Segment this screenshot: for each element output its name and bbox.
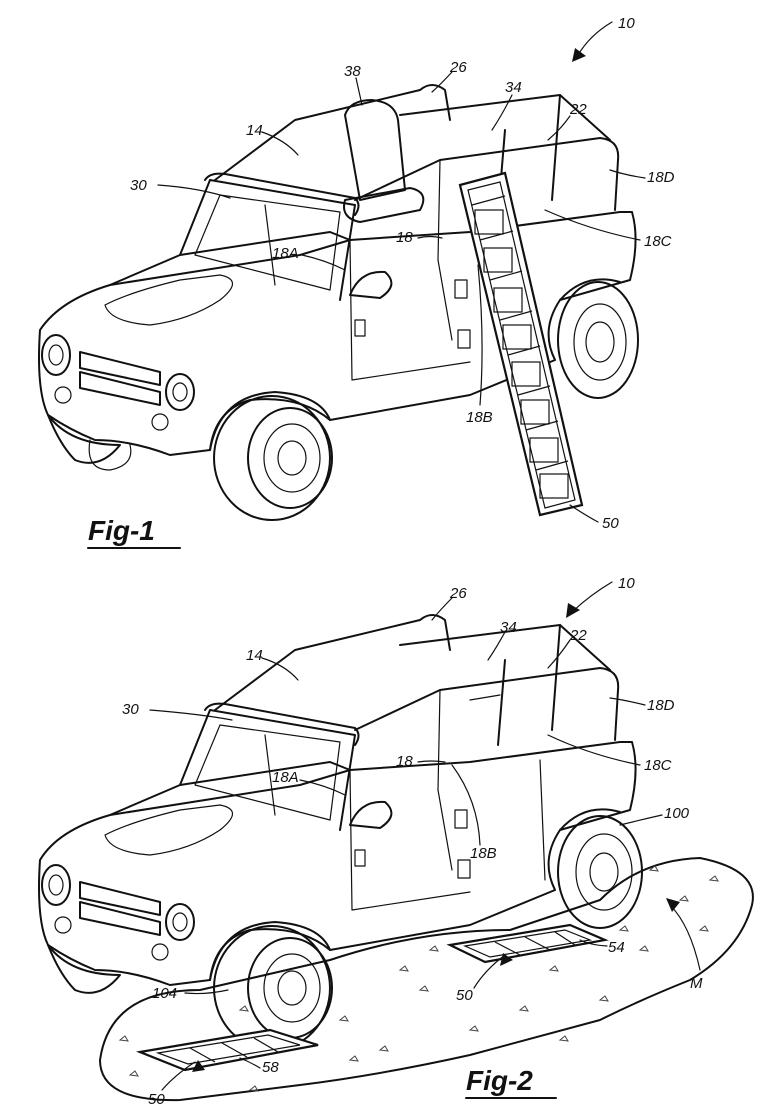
label-18C: 18C	[644, 233, 672, 250]
labels-fig2: 10 26 34 22 14 30 18D 18 18A 18C 100 18B…	[122, 575, 703, 1108]
leader-lines-fig2	[149, 581, 701, 1091]
label-54: 54	[608, 939, 625, 956]
label-18C: 18C	[644, 757, 672, 774]
label-30: 30	[130, 177, 147, 194]
label-18: 18	[396, 229, 413, 246]
figure-2: 10 26 34 22 14 30 18D 18 18A 18C 100 18B…	[38, 575, 754, 1108]
mud-area	[99, 857, 754, 1102]
label-18B: 18B	[466, 409, 493, 426]
traction-pad-front	[135, 1028, 319, 1072]
label-30: 30	[122, 701, 139, 718]
caption-fig2: Fig-2	[466, 1065, 533, 1096]
label-18A: 18A	[272, 245, 299, 262]
label-18A: 18A	[272, 769, 299, 786]
label-18D: 18D	[647, 697, 675, 714]
label-38: 38	[344, 63, 361, 80]
label-18B: 18B	[470, 845, 497, 862]
label-100: 100	[664, 805, 690, 822]
caption-fig1: Fig-1	[88, 515, 155, 546]
arrow-icon	[666, 898, 680, 912]
label-26: 26	[449, 585, 467, 602]
label-104: 104	[152, 985, 177, 1002]
label-50: 50	[148, 1091, 165, 1108]
gravel-texture	[118, 865, 719, 1092]
label-58: 58	[262, 1059, 279, 1076]
label-26: 26	[449, 59, 467, 76]
label-50: 50	[456, 987, 473, 1004]
leader-lines-fig1	[157, 21, 646, 523]
arrow-icon	[566, 603, 580, 618]
label-18: 18	[396, 753, 413, 770]
label-M: M	[690, 975, 703, 992]
label-10: 10	[618, 575, 635, 592]
traction-pad-rear	[446, 923, 609, 964]
vehicle-fig1	[38, 84, 639, 521]
fig1-caption: Fig-1	[87, 515, 181, 549]
arrow-icon	[500, 953, 513, 966]
label-14: 14	[246, 122, 263, 139]
figure-1: 10 38 26 34 22 14 30 18D 18C 18 18A 18B …	[38, 15, 675, 549]
label-34: 34	[505, 79, 522, 96]
arrow-icon	[572, 48, 586, 62]
label-14: 14	[246, 647, 263, 664]
fig2-caption: Fig-2	[465, 1065, 557, 1099]
label-22: 22	[569, 627, 587, 644]
label-22: 22	[569, 101, 587, 118]
traction-ramp-fig1	[458, 171, 584, 517]
label-18D: 18D	[647, 169, 675, 186]
vehicle-fig2	[38, 614, 643, 1051]
label-50: 50	[602, 515, 619, 532]
label-10: 10	[618, 15, 635, 32]
arrow-icon	[192, 1060, 205, 1072]
labels-fig1: 10 38 26 34 22 14 30 18D 18C 18 18A 18B …	[130, 15, 675, 532]
label-34: 34	[500, 619, 517, 636]
